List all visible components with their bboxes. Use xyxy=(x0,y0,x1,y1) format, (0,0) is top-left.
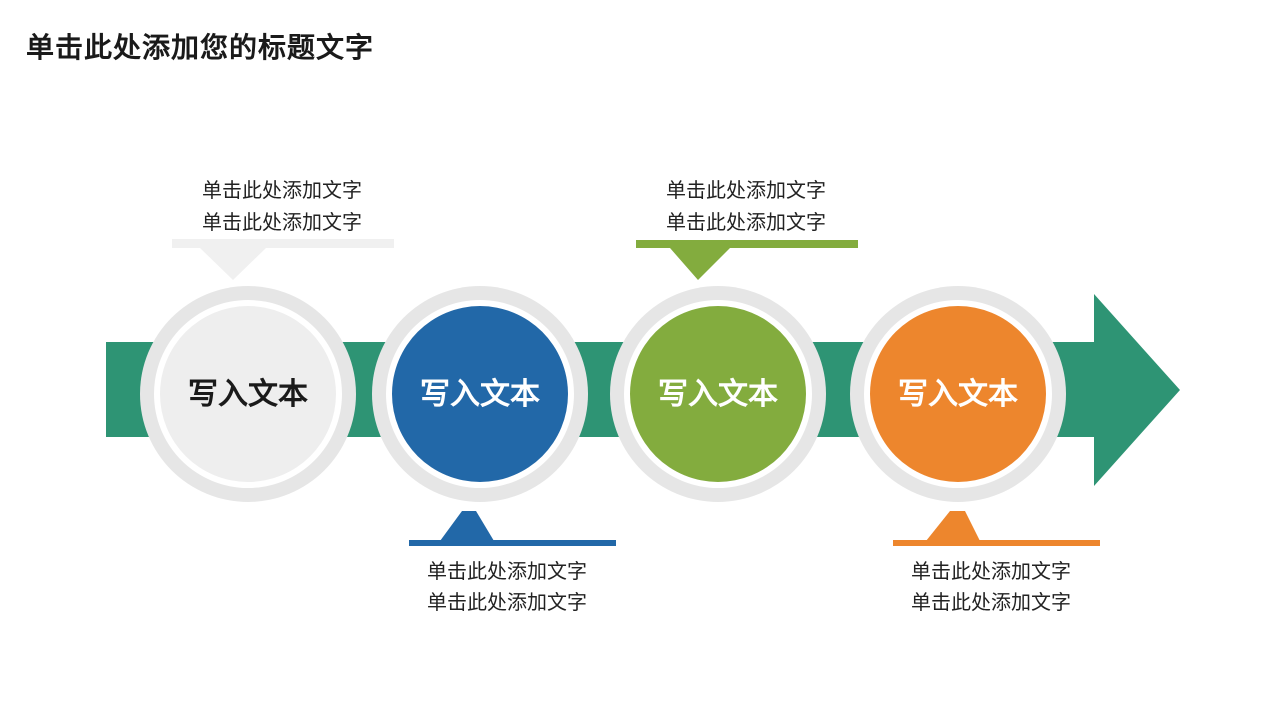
callout-1-pointer xyxy=(200,248,266,280)
step-4-circle xyxy=(870,306,1046,482)
step-1: 写入文本 xyxy=(140,286,356,502)
arrow-head xyxy=(1094,294,1180,486)
step-4: 写入文本 xyxy=(850,286,1066,502)
step-3-label: 写入文本 xyxy=(658,377,778,412)
step-3-circle xyxy=(630,306,806,482)
callout-1-line-1: 单击此处添加文字 xyxy=(202,178,362,202)
callout-1: 单击此处添加文字 单击此处添加文字 xyxy=(172,178,394,280)
callout-3-bar xyxy=(636,240,858,248)
callout-4-pointer xyxy=(926,511,980,541)
callout-2-line-1: 单击此处添加文字 xyxy=(427,559,587,583)
callout-4: 单击此处添加文字 单击此处添加文字 xyxy=(893,511,1100,614)
step-2: 写入文本 xyxy=(372,286,588,502)
callout-2: 单击此处添加文字 单击此处添加文字 xyxy=(409,511,616,614)
callout-1-line-2: 单击此处添加文字 xyxy=(202,210,362,234)
callout-4-bar xyxy=(893,540,1100,546)
callout-3-line-1: 单击此处添加文字 xyxy=(666,178,826,202)
callout-2-line-2: 单击此处添加文字 xyxy=(427,590,587,614)
step-3: 写入文本 xyxy=(610,286,826,502)
step-2-circle xyxy=(392,306,568,482)
page-title: 单击此处添加您的标题文字 xyxy=(26,31,375,64)
callout-2-bar xyxy=(409,540,616,546)
callout-3-pointer xyxy=(670,248,730,280)
callout-1-bar xyxy=(172,239,394,248)
callout-4-line-1: 单击此处添加文字 xyxy=(911,559,1071,583)
step-1-label: 写入文本 xyxy=(188,377,308,412)
callout-3: 单击此处添加文字 单击此处添加文字 xyxy=(636,178,858,280)
step-1-circle xyxy=(160,306,336,482)
callout-3-line-2: 单击此处添加文字 xyxy=(666,210,826,234)
callout-4-line-2: 单击此处添加文字 xyxy=(911,590,1071,614)
callout-2-pointer xyxy=(440,511,494,541)
step-2-label: 写入文本 xyxy=(420,377,540,412)
step-4-label: 写入文本 xyxy=(898,377,1018,412)
